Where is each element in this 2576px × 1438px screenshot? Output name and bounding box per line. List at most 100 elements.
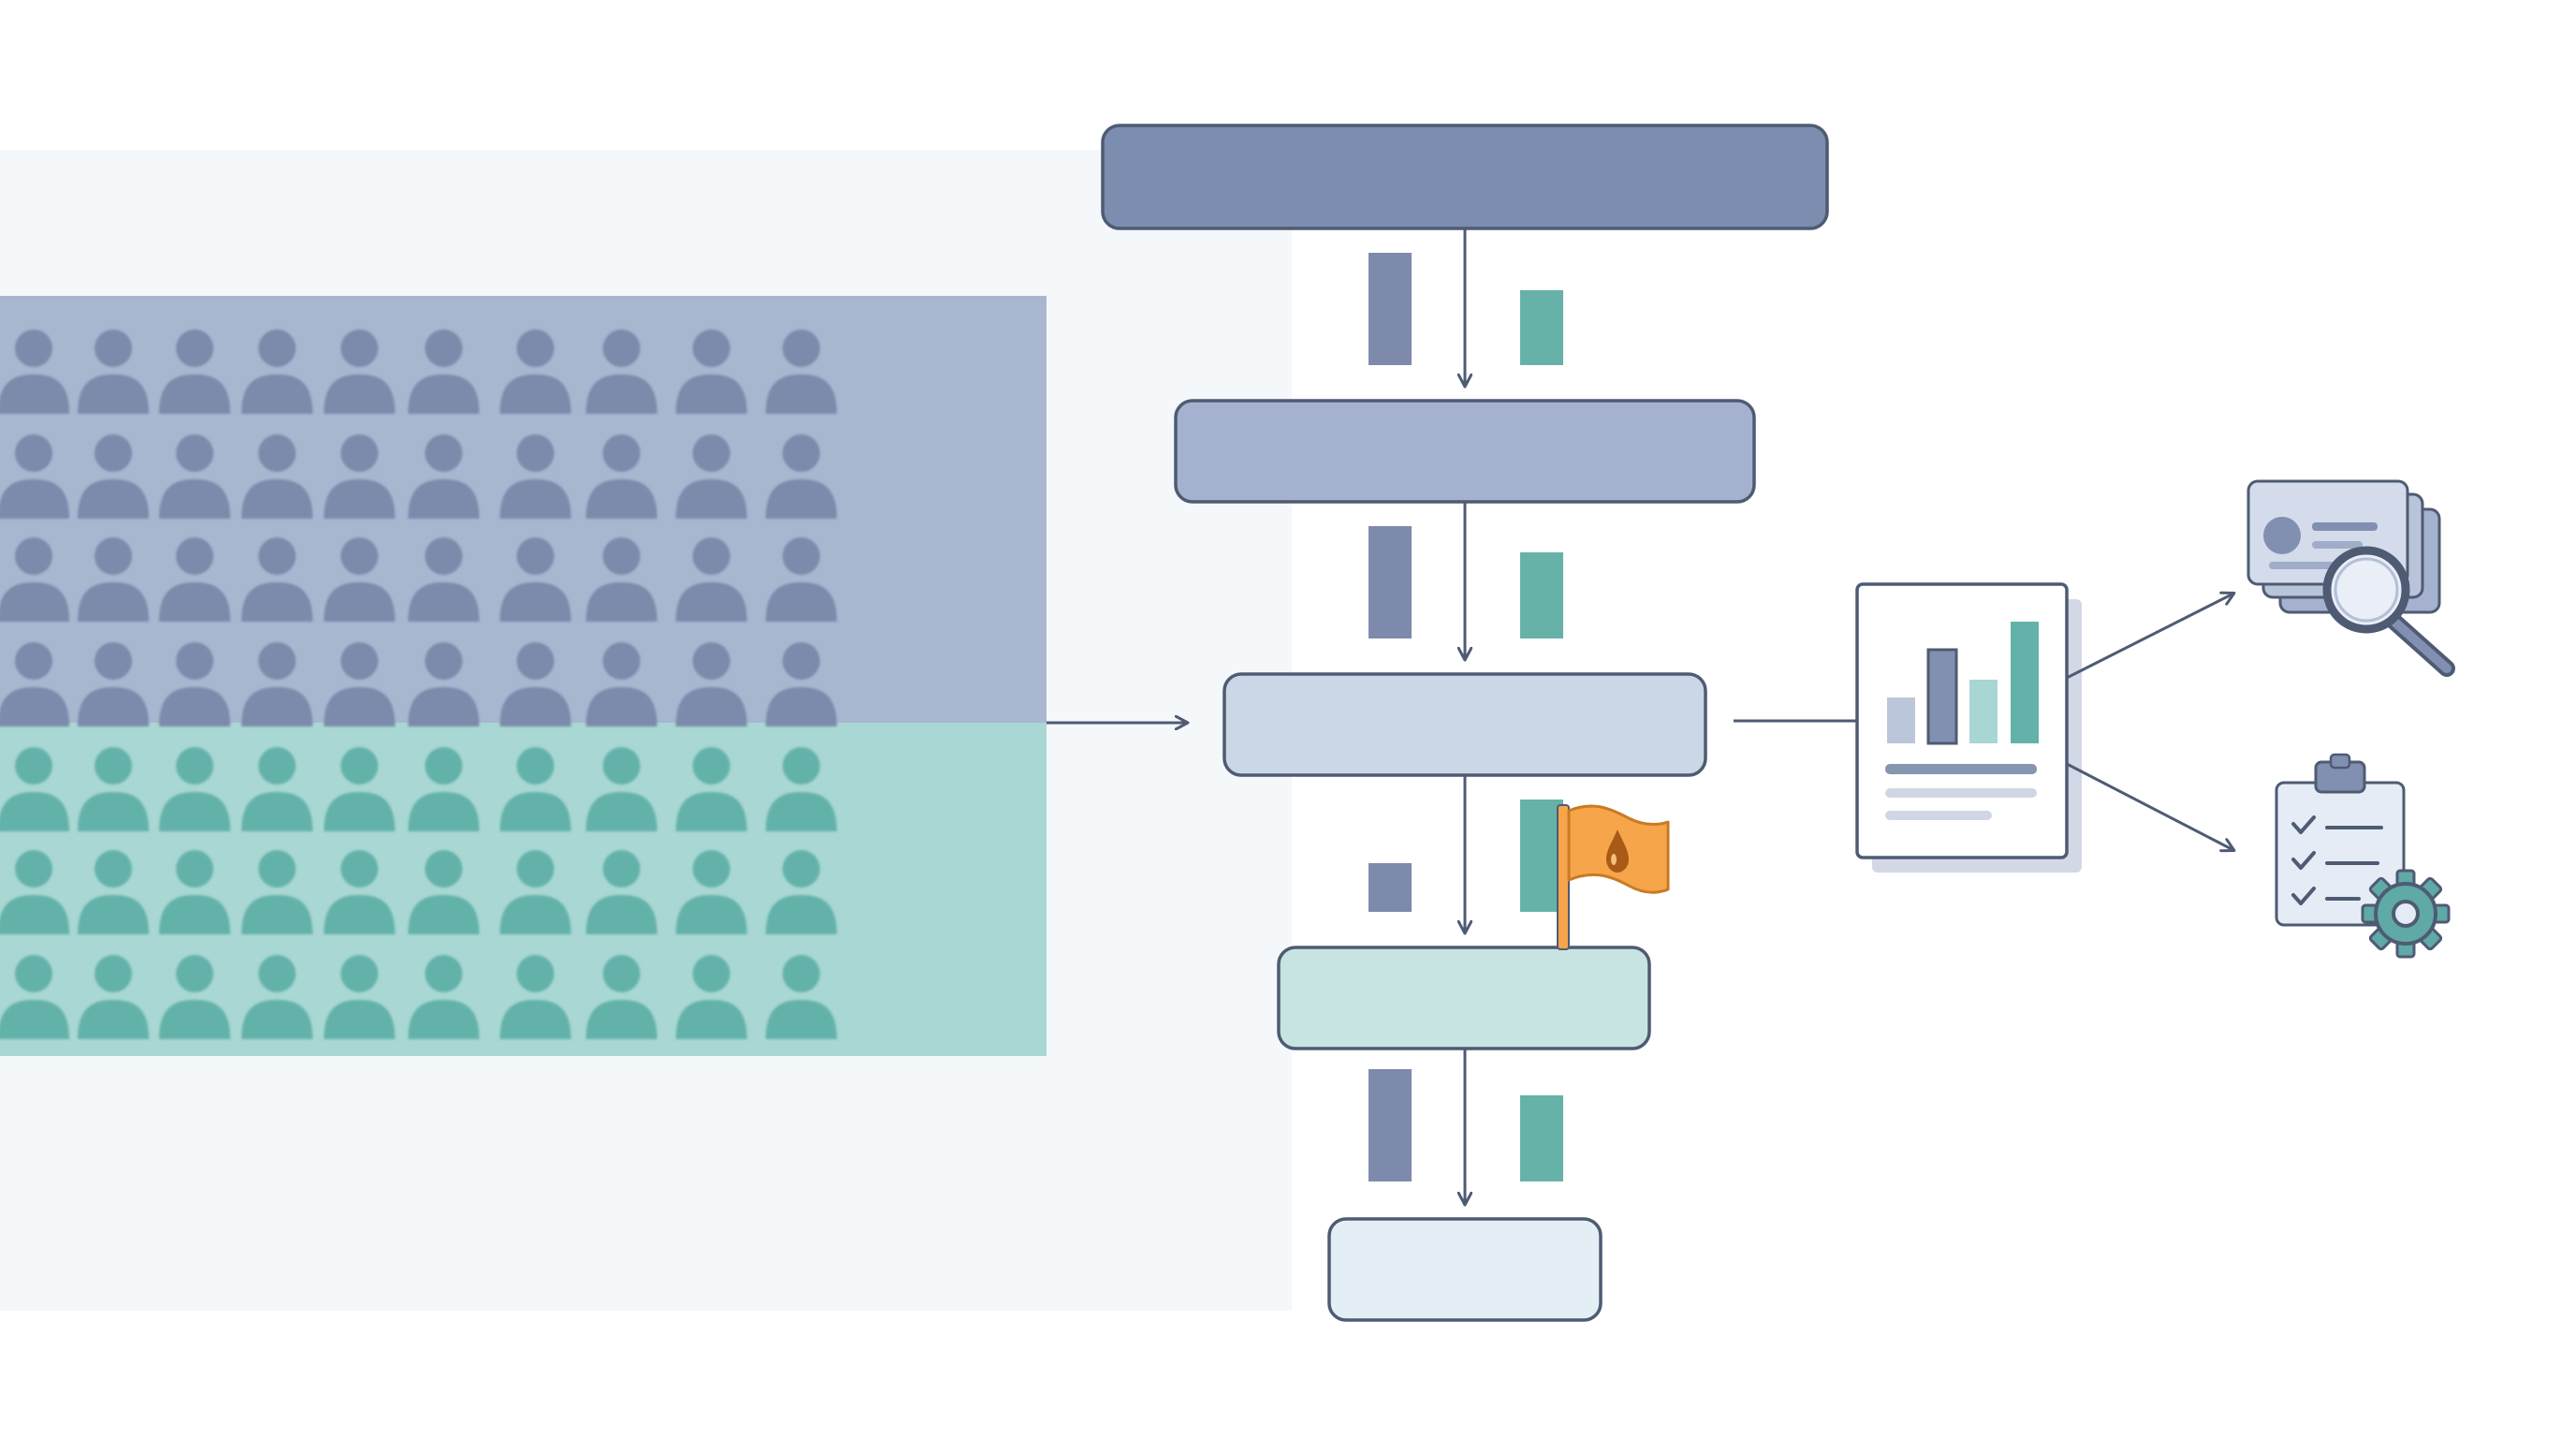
person-icon [676, 642, 747, 726]
person-icon [0, 434, 69, 519]
person-icon [78, 955, 149, 1039]
person-icon [676, 850, 747, 934]
person-icon [78, 747, 149, 831]
person-icon [766, 850, 837, 934]
person-icon [586, 850, 657, 934]
checklist-settings-icon [2275, 753, 2451, 959]
person-icon [0, 747, 69, 831]
person-icon [242, 537, 313, 622]
person-icon [78, 434, 149, 519]
transition-4-group-a-bar [1368, 1069, 1412, 1181]
person-icon [242, 747, 313, 831]
person-icon [676, 537, 747, 622]
person-icon [324, 537, 395, 622]
person-icon [500, 537, 571, 622]
person-icon [408, 850, 479, 934]
stage-5-box [1327, 1217, 1603, 1322]
person-icon [324, 850, 395, 934]
person-icon [0, 642, 69, 726]
person-icon [0, 850, 69, 934]
person-icon [586, 642, 657, 726]
person-icon [676, 330, 747, 414]
person-icon [500, 330, 571, 414]
transition-1-group-a-bar [1368, 253, 1412, 365]
person-icon [766, 330, 837, 414]
transition-2-group-a-bar [1368, 526, 1412, 638]
person-icon [159, 850, 230, 934]
person-icon [78, 330, 149, 414]
report-to-checklist-arrow [2066, 762, 2233, 850]
person-icon [500, 642, 571, 726]
person-icon [766, 537, 837, 622]
person-icon [159, 434, 230, 519]
person-icon [408, 747, 479, 831]
report-bar-1 [1887, 697, 1915, 743]
person-icon [159, 642, 230, 726]
transition-bars [1368, 253, 1563, 1181]
report-text-line [1885, 811, 1992, 820]
transition-4-group-b-bar [1520, 1095, 1563, 1181]
report-bar-4 [2011, 622, 2039, 743]
person-icon [408, 537, 479, 622]
person-icon [78, 537, 149, 622]
person-icon [324, 747, 395, 831]
report-chart-icon [1855, 582, 2082, 873]
stage-3-box [1222, 672, 1707, 777]
person-icon [159, 537, 230, 622]
person-icon [408, 955, 479, 1039]
person-icon [676, 955, 747, 1039]
person-icon [242, 850, 313, 934]
population-grid [0, 296, 1046, 1056]
person-icon [78, 642, 149, 726]
person-icon [500, 747, 571, 831]
person-icon [324, 330, 395, 414]
funnel-stages [1101, 124, 1829, 1322]
person-icon [242, 955, 313, 1039]
report-bar-3 [1969, 680, 1998, 743]
report-bar-2 [1926, 648, 1958, 745]
person-icon [242, 330, 313, 414]
transition-3-group-a-bar [1368, 863, 1412, 912]
transition-2-group-b-bar [1520, 552, 1563, 638]
report-to-id-search-arrow [2066, 594, 2233, 680]
person-icon [324, 642, 395, 726]
person-icon [159, 955, 230, 1039]
person-icon [676, 434, 747, 519]
person-icon [0, 955, 69, 1039]
person-icon [500, 434, 571, 519]
person-icon [586, 955, 657, 1039]
person-icon [408, 642, 479, 726]
warning-flag-icon [1557, 804, 1670, 950]
person-icon [324, 955, 395, 1039]
id-card-search-icon [2247, 479, 2455, 677]
transition-1-group-b-bar [1520, 290, 1563, 365]
person-icon [586, 330, 657, 414]
person-icon [586, 537, 657, 622]
person-icon [766, 955, 837, 1039]
report-text-line [1885, 764, 2037, 774]
person-icon [586, 434, 657, 519]
person-icon [0, 330, 69, 414]
person-icon [408, 434, 479, 519]
person-icon [78, 850, 149, 934]
person-icon [242, 434, 313, 519]
person-icon [766, 434, 837, 519]
person-icon [159, 747, 230, 831]
person-icon [676, 747, 747, 831]
person-icon [159, 330, 230, 414]
person-icon [242, 642, 313, 726]
person-icon [408, 330, 479, 414]
person-icon [324, 434, 395, 519]
stage-1-box [1101, 124, 1829, 230]
person-icon [0, 537, 69, 622]
transition-3-group-b-bar [1520, 800, 1563, 912]
person-icon [766, 747, 837, 831]
person-icon [500, 955, 571, 1039]
stage-2-box [1174, 399, 1756, 504]
stage-4-box [1277, 946, 1651, 1050]
person-icon [500, 850, 571, 934]
person-icon [586, 747, 657, 831]
person-icon [766, 642, 837, 726]
report-text-line [1885, 788, 2037, 798]
